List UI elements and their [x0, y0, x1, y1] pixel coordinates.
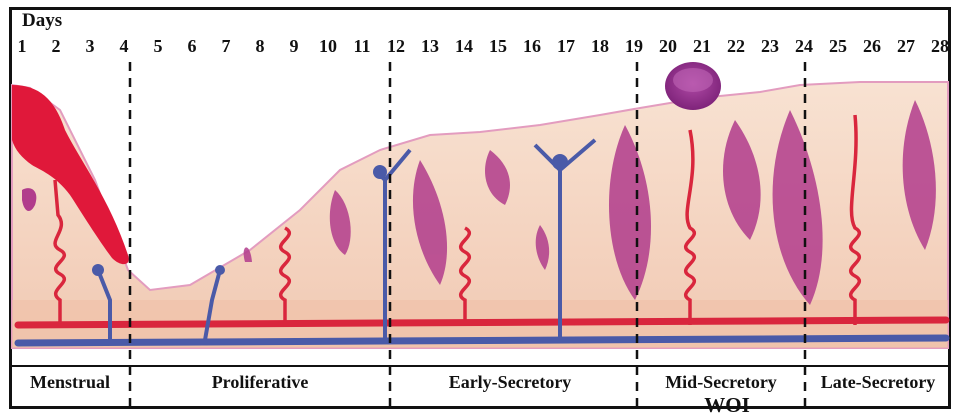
day-label: 5	[154, 36, 163, 57]
basal-artery	[18, 320, 946, 325]
embryo	[665, 62, 721, 110]
day-label: 2	[52, 36, 61, 57]
phase-proliferative-label: Proliferative	[212, 372, 309, 393]
day-label: 20	[659, 36, 677, 57]
window-of-implantation-label: WOI	[704, 393, 750, 417]
day-label: 23	[761, 36, 779, 57]
days-axis-title: Days	[22, 10, 62, 32]
phase-early-secretory-label: Early-Secretory	[449, 372, 572, 393]
day-label: 22	[727, 36, 745, 57]
day-label: 8	[256, 36, 265, 57]
day-label: 6	[188, 36, 197, 57]
day-label: 12	[387, 36, 405, 57]
day-label: 17	[557, 36, 575, 57]
day-label: 11	[353, 36, 370, 57]
day-label: 4	[120, 36, 129, 57]
day-label: 28	[931, 36, 949, 57]
day-label: 15	[489, 36, 507, 57]
day-label: 25	[829, 36, 847, 57]
day-label: 14	[455, 36, 473, 57]
phase-mid-secretory-label: Mid-Secretory	[665, 372, 777, 393]
basal-vein	[18, 338, 946, 343]
day-label: 1	[18, 36, 27, 57]
day-label: 3	[86, 36, 95, 57]
day-label: 26	[863, 36, 881, 57]
phase-late-secretory-label: Late-Secretory	[821, 372, 936, 393]
day-label: 9	[290, 36, 299, 57]
day-label: 7	[222, 36, 231, 57]
day-label: 24	[795, 36, 813, 57]
day-label: 13	[421, 36, 439, 57]
phase-menstrual-label: Menstrual	[30, 372, 110, 393]
day-label: 10	[319, 36, 337, 57]
day-label: 19	[625, 36, 643, 57]
day-label: 27	[897, 36, 915, 57]
day-label: 16	[523, 36, 541, 57]
day-label: 18	[591, 36, 609, 57]
day-label: 21	[693, 36, 711, 57]
